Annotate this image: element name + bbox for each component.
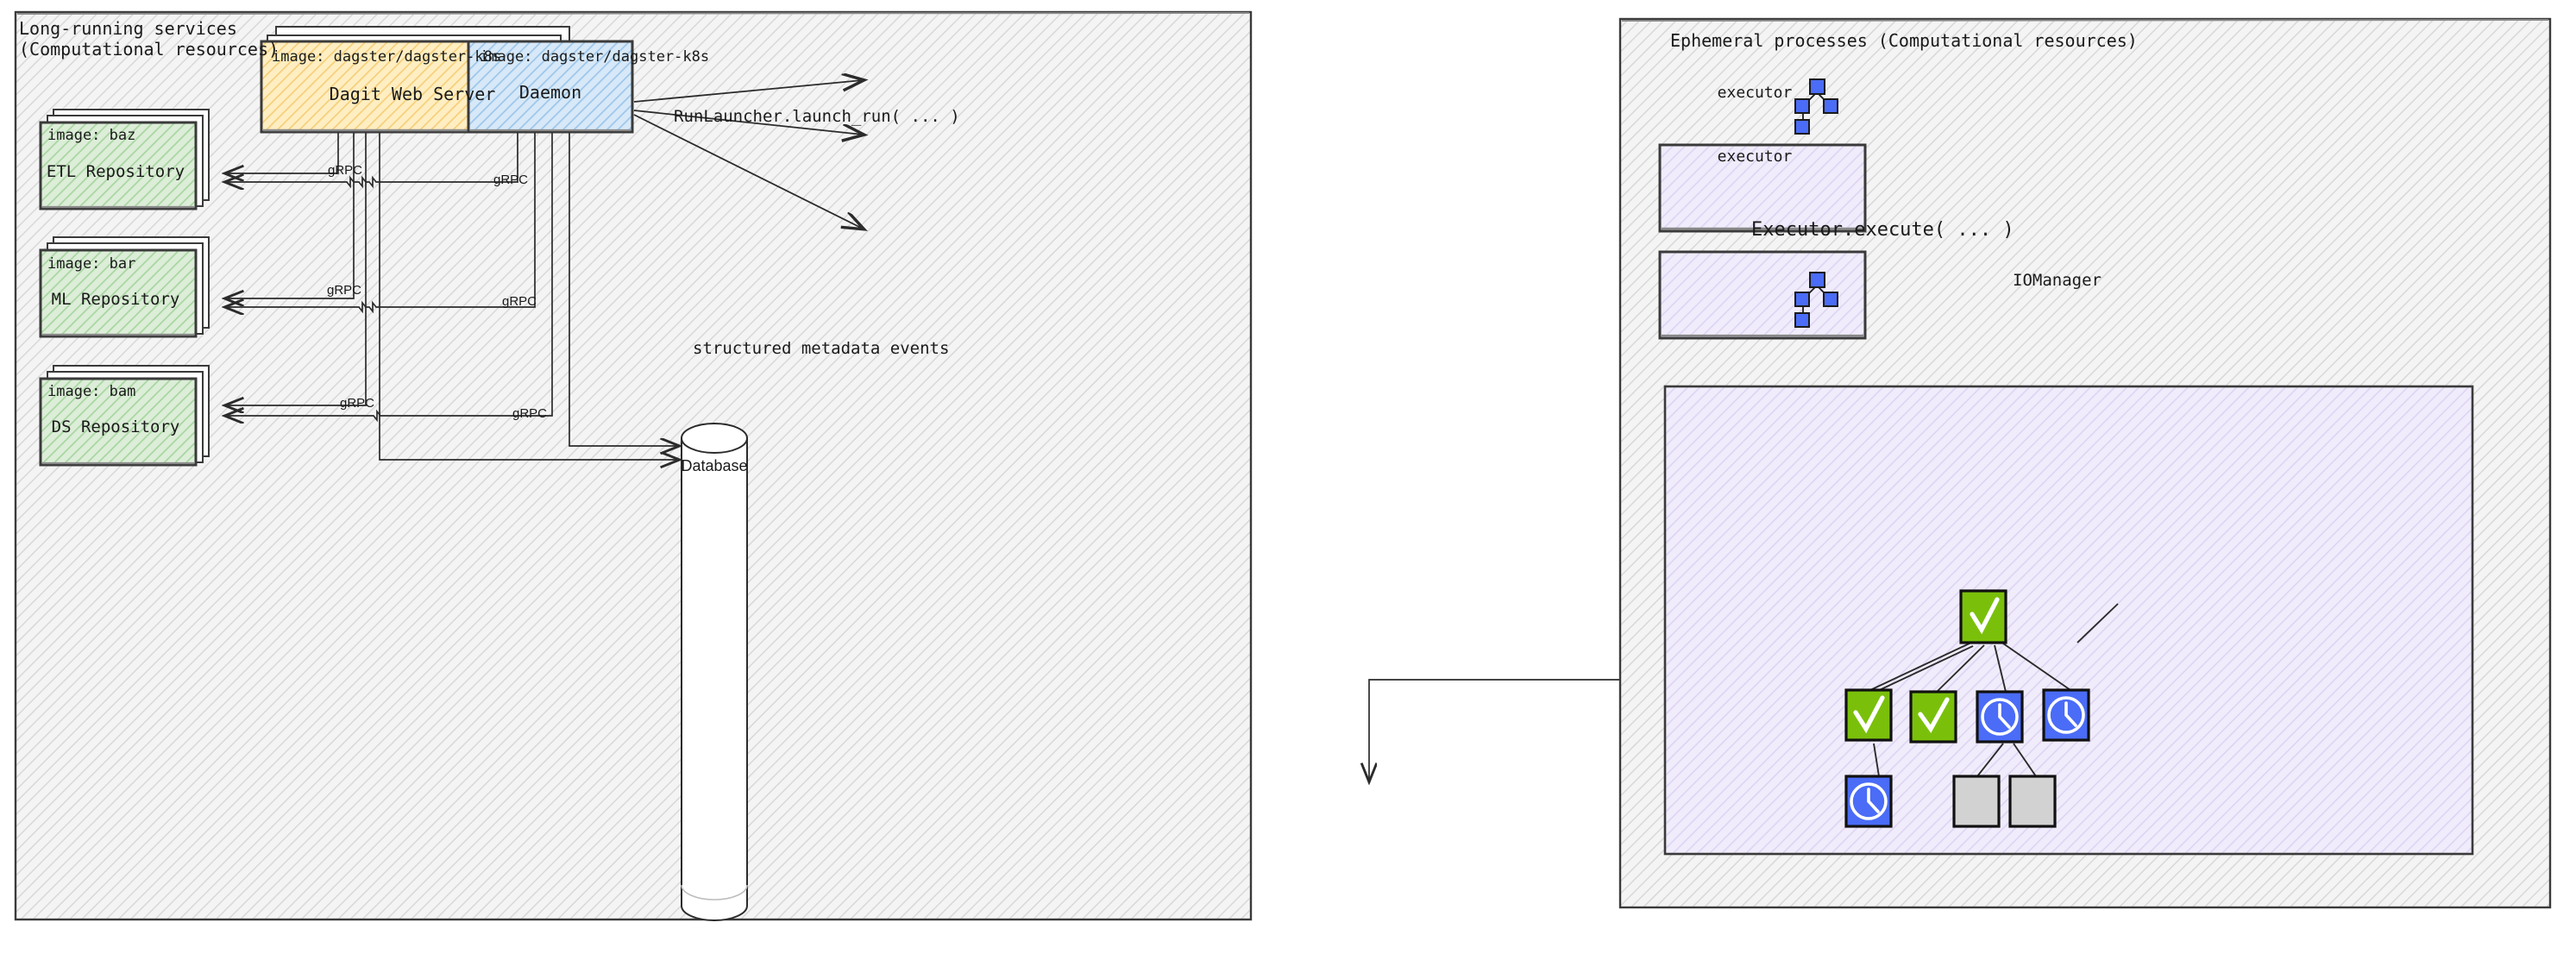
- daemon-card[interactable]: [467, 40, 634, 134]
- dagit-image-label: image: dagster/dagster-k8s: [272, 48, 501, 66]
- left-panel-title-line1: Long-running services: [19, 18, 237, 39]
- grpc-label-4: gRPC: [502, 294, 537, 309]
- executor-label-2: executor: [1718, 147, 1793, 166]
- left-panel-container: [14, 10, 1253, 921]
- left-panel-title-line2: (Computational resources): [19, 39, 279, 60]
- metadata-events-connector: [1369, 679, 1665, 781]
- grpc-connectors: [226, 133, 678, 460]
- iomanager-label: IOManager: [2013, 271, 2102, 290]
- executor-dag-icon-1: [1794, 78, 1838, 135]
- dagit-name-label: Dagit Web Server: [330, 84, 496, 104]
- executor-execute-title: Executor.execute( ... ): [1751, 219, 2014, 241]
- grpc-label-6: gRPC: [512, 406, 547, 421]
- daemon-name-label: Daemon: [519, 82, 581, 103]
- repo-ds-image-label: image: bam: [47, 383, 135, 400]
- executor-dag-icon-2: [1794, 272, 1838, 328]
- repo-ds-name-label: DS Repository: [52, 417, 180, 436]
- metadata-events-label: structured metadata events: [693, 339, 949, 358]
- execution-dag-nodes: [1844, 589, 2090, 828]
- step-node-pending: [1952, 775, 2001, 828]
- execution-dag-edges: [1869, 603, 2119, 777]
- grpc-label-5: gRPC: [340, 396, 374, 411]
- repo-etl-name-label: ETL Repository: [47, 162, 185, 181]
- step-node-success: [1959, 589, 2007, 644]
- repository-card-ml[interactable]: [39, 236, 210, 338]
- executor-label-1: executor: [1718, 84, 1793, 102]
- database-cylinder: [681, 423, 748, 921]
- runlauncher-connectors: [633, 80, 863, 229]
- repo-etl-image-label: image: baz: [47, 127, 135, 144]
- right-panel-title: Ephemeral processes (Computational resou…: [1670, 30, 2138, 51]
- daemon-image-label: image: dagster/dagster-k8s: [480, 48, 709, 66]
- grpc-label-3: gRPC: [327, 283, 361, 298]
- repo-ml-image-label: image: bar: [47, 255, 135, 273]
- grpc-label-2: gRPC: [493, 173, 528, 187]
- step-node-pending: [2008, 775, 2057, 828]
- step-node-running: [1976, 690, 2024, 744]
- executor-execute-panel: [1663, 385, 2474, 856]
- runlauncher-label: RunLauncher.launch_run( ... ): [674, 107, 960, 126]
- step-node-running: [2042, 688, 2090, 742]
- step-node-success: [1844, 688, 1893, 742]
- database-label: Database: [681, 457, 747, 474]
- repository-card-ds[interactable]: [39, 365, 210, 467]
- step-node-running: [1844, 775, 1893, 828]
- grpc-label-1: gRPC: [328, 163, 362, 178]
- step-node-success: [1909, 690, 1957, 744]
- executor-card-1[interactable]: [1658, 143, 1867, 233]
- repository-card-etl[interactable]: [39, 109, 210, 210]
- repo-ml-name-label: ML Repository: [52, 290, 180, 309]
